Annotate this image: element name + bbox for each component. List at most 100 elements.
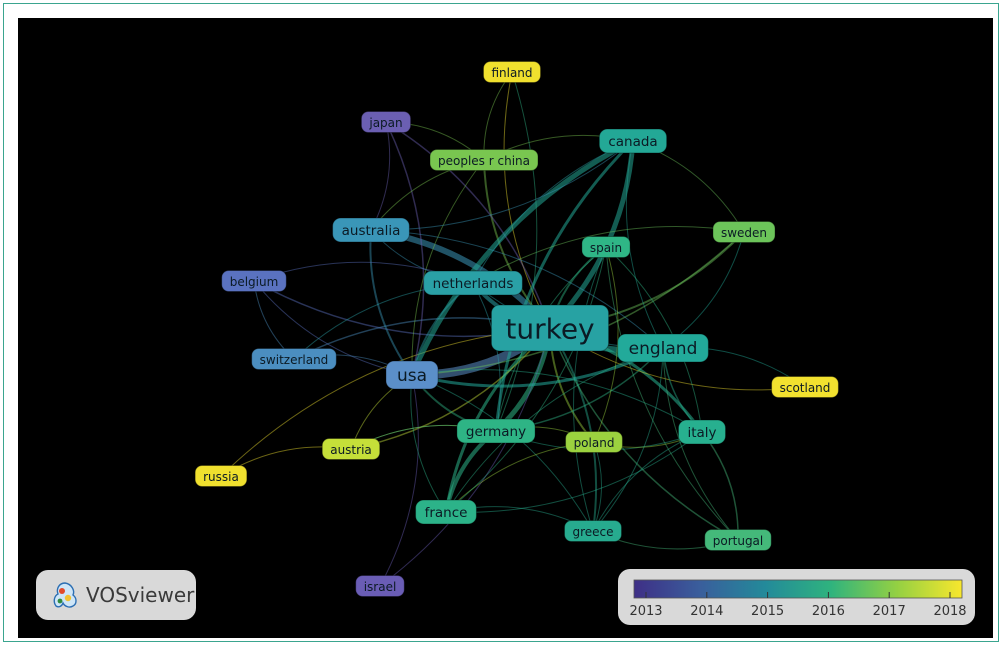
node-spain[interactable]: spain bbox=[581, 236, 631, 258]
link-germany-netherlands bbox=[472, 282, 501, 432]
node-japan[interactable]: japan bbox=[360, 111, 412, 133]
link-france-spain bbox=[445, 246, 607, 513]
node-portugal-label: portugal bbox=[713, 534, 764, 548]
node-italy[interactable]: italy bbox=[677, 419, 727, 445]
node-germany-box[interactable] bbox=[456, 418, 536, 444]
node-australia-box[interactable] bbox=[332, 217, 410, 243]
network-visualization[interactable]: turkey usa england germany canada netherlands… bbox=[18, 18, 993, 638]
link-germany-canada bbox=[494, 139, 635, 433]
link-belgium-switzerland bbox=[253, 280, 295, 360]
link-turkey-portugal bbox=[549, 327, 739, 541]
node-germany-label: germany bbox=[466, 424, 526, 440]
link-england-canada bbox=[625, 140, 664, 349]
node-switzerland[interactable]: switzerland bbox=[251, 348, 337, 370]
node-spain-label: spain bbox=[590, 241, 622, 255]
node-canada[interactable]: canada bbox=[598, 128, 668, 154]
vosviewer-logo-icon bbox=[53, 582, 77, 608]
node-netherlands-box[interactable] bbox=[423, 270, 523, 296]
link-usa-japan bbox=[385, 121, 425, 376]
node-switzerland-box[interactable] bbox=[251, 348, 337, 370]
node-portugal[interactable]: portugal bbox=[704, 529, 772, 551]
node-israel-label: israel bbox=[364, 580, 397, 594]
link-usa-peoples-r-china bbox=[411, 159, 485, 376]
node-austria-box[interactable] bbox=[321, 438, 381, 460]
link-finland-germany bbox=[495, 71, 538, 432]
node-greece-box[interactable] bbox=[563, 520, 623, 542]
node-germany[interactable]: germany bbox=[456, 418, 536, 444]
node-canada-box[interactable] bbox=[598, 128, 668, 154]
node-austria[interactable]: austria bbox=[321, 438, 381, 460]
node-finland-label: finland bbox=[491, 66, 532, 80]
node-netherlands[interactable]: netherlands bbox=[423, 270, 523, 296]
node-japan-box[interactable] bbox=[360, 111, 412, 133]
link-canada-sweden bbox=[632, 140, 745, 233]
node-israel-box[interactable] bbox=[355, 575, 405, 597]
node-scotland[interactable]: scotland bbox=[771, 376, 839, 398]
node-scotland-label: scotland bbox=[780, 381, 831, 395]
node-finland[interactable]: finland bbox=[482, 61, 542, 83]
node-australia-label: australia bbox=[342, 223, 401, 239]
node-france-box[interactable] bbox=[415, 499, 477, 525]
link-turkey-finland bbox=[503, 71, 551, 329]
node-portugal-box[interactable] bbox=[704, 529, 772, 551]
node-belgium-box[interactable] bbox=[221, 270, 287, 292]
node-australia[interactable]: australia bbox=[332, 217, 410, 243]
node-usa-box[interactable] bbox=[385, 360, 439, 390]
node-peoples-r-china-label: peoples r china bbox=[438, 154, 530, 168]
vosviewer-logo-text: VOSviewer bbox=[86, 583, 195, 607]
node-finland-box[interactable] bbox=[482, 61, 542, 83]
link-turkey-japan bbox=[385, 121, 551, 329]
node-france[interactable]: france bbox=[415, 499, 477, 525]
node-russia-label: russia bbox=[203, 470, 239, 484]
network-graph[interactable]: turkey usa england germany canada netherlands… bbox=[18, 18, 993, 638]
node-poland-label: poland bbox=[574, 436, 615, 450]
link-usa-france bbox=[410, 374, 447, 513]
node-sweden[interactable]: sweden bbox=[712, 221, 776, 243]
node-usa-label: usa bbox=[397, 366, 427, 386]
node-england-box[interactable] bbox=[617, 333, 709, 363]
node-usa[interactable]: usa bbox=[385, 360, 439, 390]
link-usa-canada bbox=[409, 138, 636, 378]
node-turkey[interactable]: turkey bbox=[490, 304, 610, 352]
node-russia[interactable]: russia bbox=[194, 465, 248, 487]
link-australia-japan bbox=[370, 121, 391, 231]
node-spain-box[interactable] bbox=[581, 236, 631, 258]
legend-label-2014: 2014 bbox=[690, 604, 723, 619]
link-spain-greece bbox=[573, 246, 607, 532]
legend-label-2013: 2013 bbox=[629, 604, 662, 619]
node-belgium[interactable]: belgium bbox=[221, 270, 287, 292]
node-canada-label: canada bbox=[608, 134, 657, 150]
node-greece-label: greece bbox=[572, 525, 613, 539]
node-greece[interactable]: greece bbox=[563, 520, 623, 542]
node-poland-box[interactable] bbox=[565, 431, 623, 453]
link-finland-peoples-r-china bbox=[483, 71, 513, 161]
node-netherlands-label: netherlands bbox=[433, 276, 514, 292]
link-turkey-canada bbox=[547, 138, 636, 331]
legend-label-2015: 2015 bbox=[751, 604, 784, 619]
link-turkey-israel bbox=[379, 327, 551, 587]
node-israel[interactable]: israel bbox=[355, 575, 405, 597]
node-peoples-r-china-box[interactable] bbox=[429, 149, 539, 171]
node-turkey-box[interactable] bbox=[490, 304, 610, 352]
link-england-portugal bbox=[662, 347, 739, 541]
link-italy-portugal bbox=[701, 431, 739, 541]
node-scotland-box[interactable] bbox=[771, 376, 839, 398]
screenshot-frame: turkey usa england germany canada netherlands… bbox=[3, 3, 999, 642]
node-russia-box[interactable] bbox=[194, 465, 248, 487]
link-spain-portugal bbox=[605, 246, 739, 541]
vosviewer-logo: VOSviewer bbox=[36, 570, 196, 620]
node-belgium-label: belgium bbox=[230, 275, 279, 289]
node-italy-box[interactable] bbox=[677, 419, 727, 445]
node-peoples-r-china[interactable]: peoples r china bbox=[429, 149, 539, 171]
link-netherlands-sweden bbox=[472, 225, 745, 284]
node-switzerland-label: switzerland bbox=[260, 353, 329, 367]
node-england-label: england bbox=[629, 339, 698, 359]
link-italy-spain bbox=[605, 246, 703, 433]
node-england[interactable]: england bbox=[617, 333, 709, 363]
node-sweden-box[interactable] bbox=[712, 221, 776, 243]
node-poland[interactable]: poland bbox=[565, 431, 623, 453]
node-sweden-label: sweden bbox=[721, 226, 767, 240]
